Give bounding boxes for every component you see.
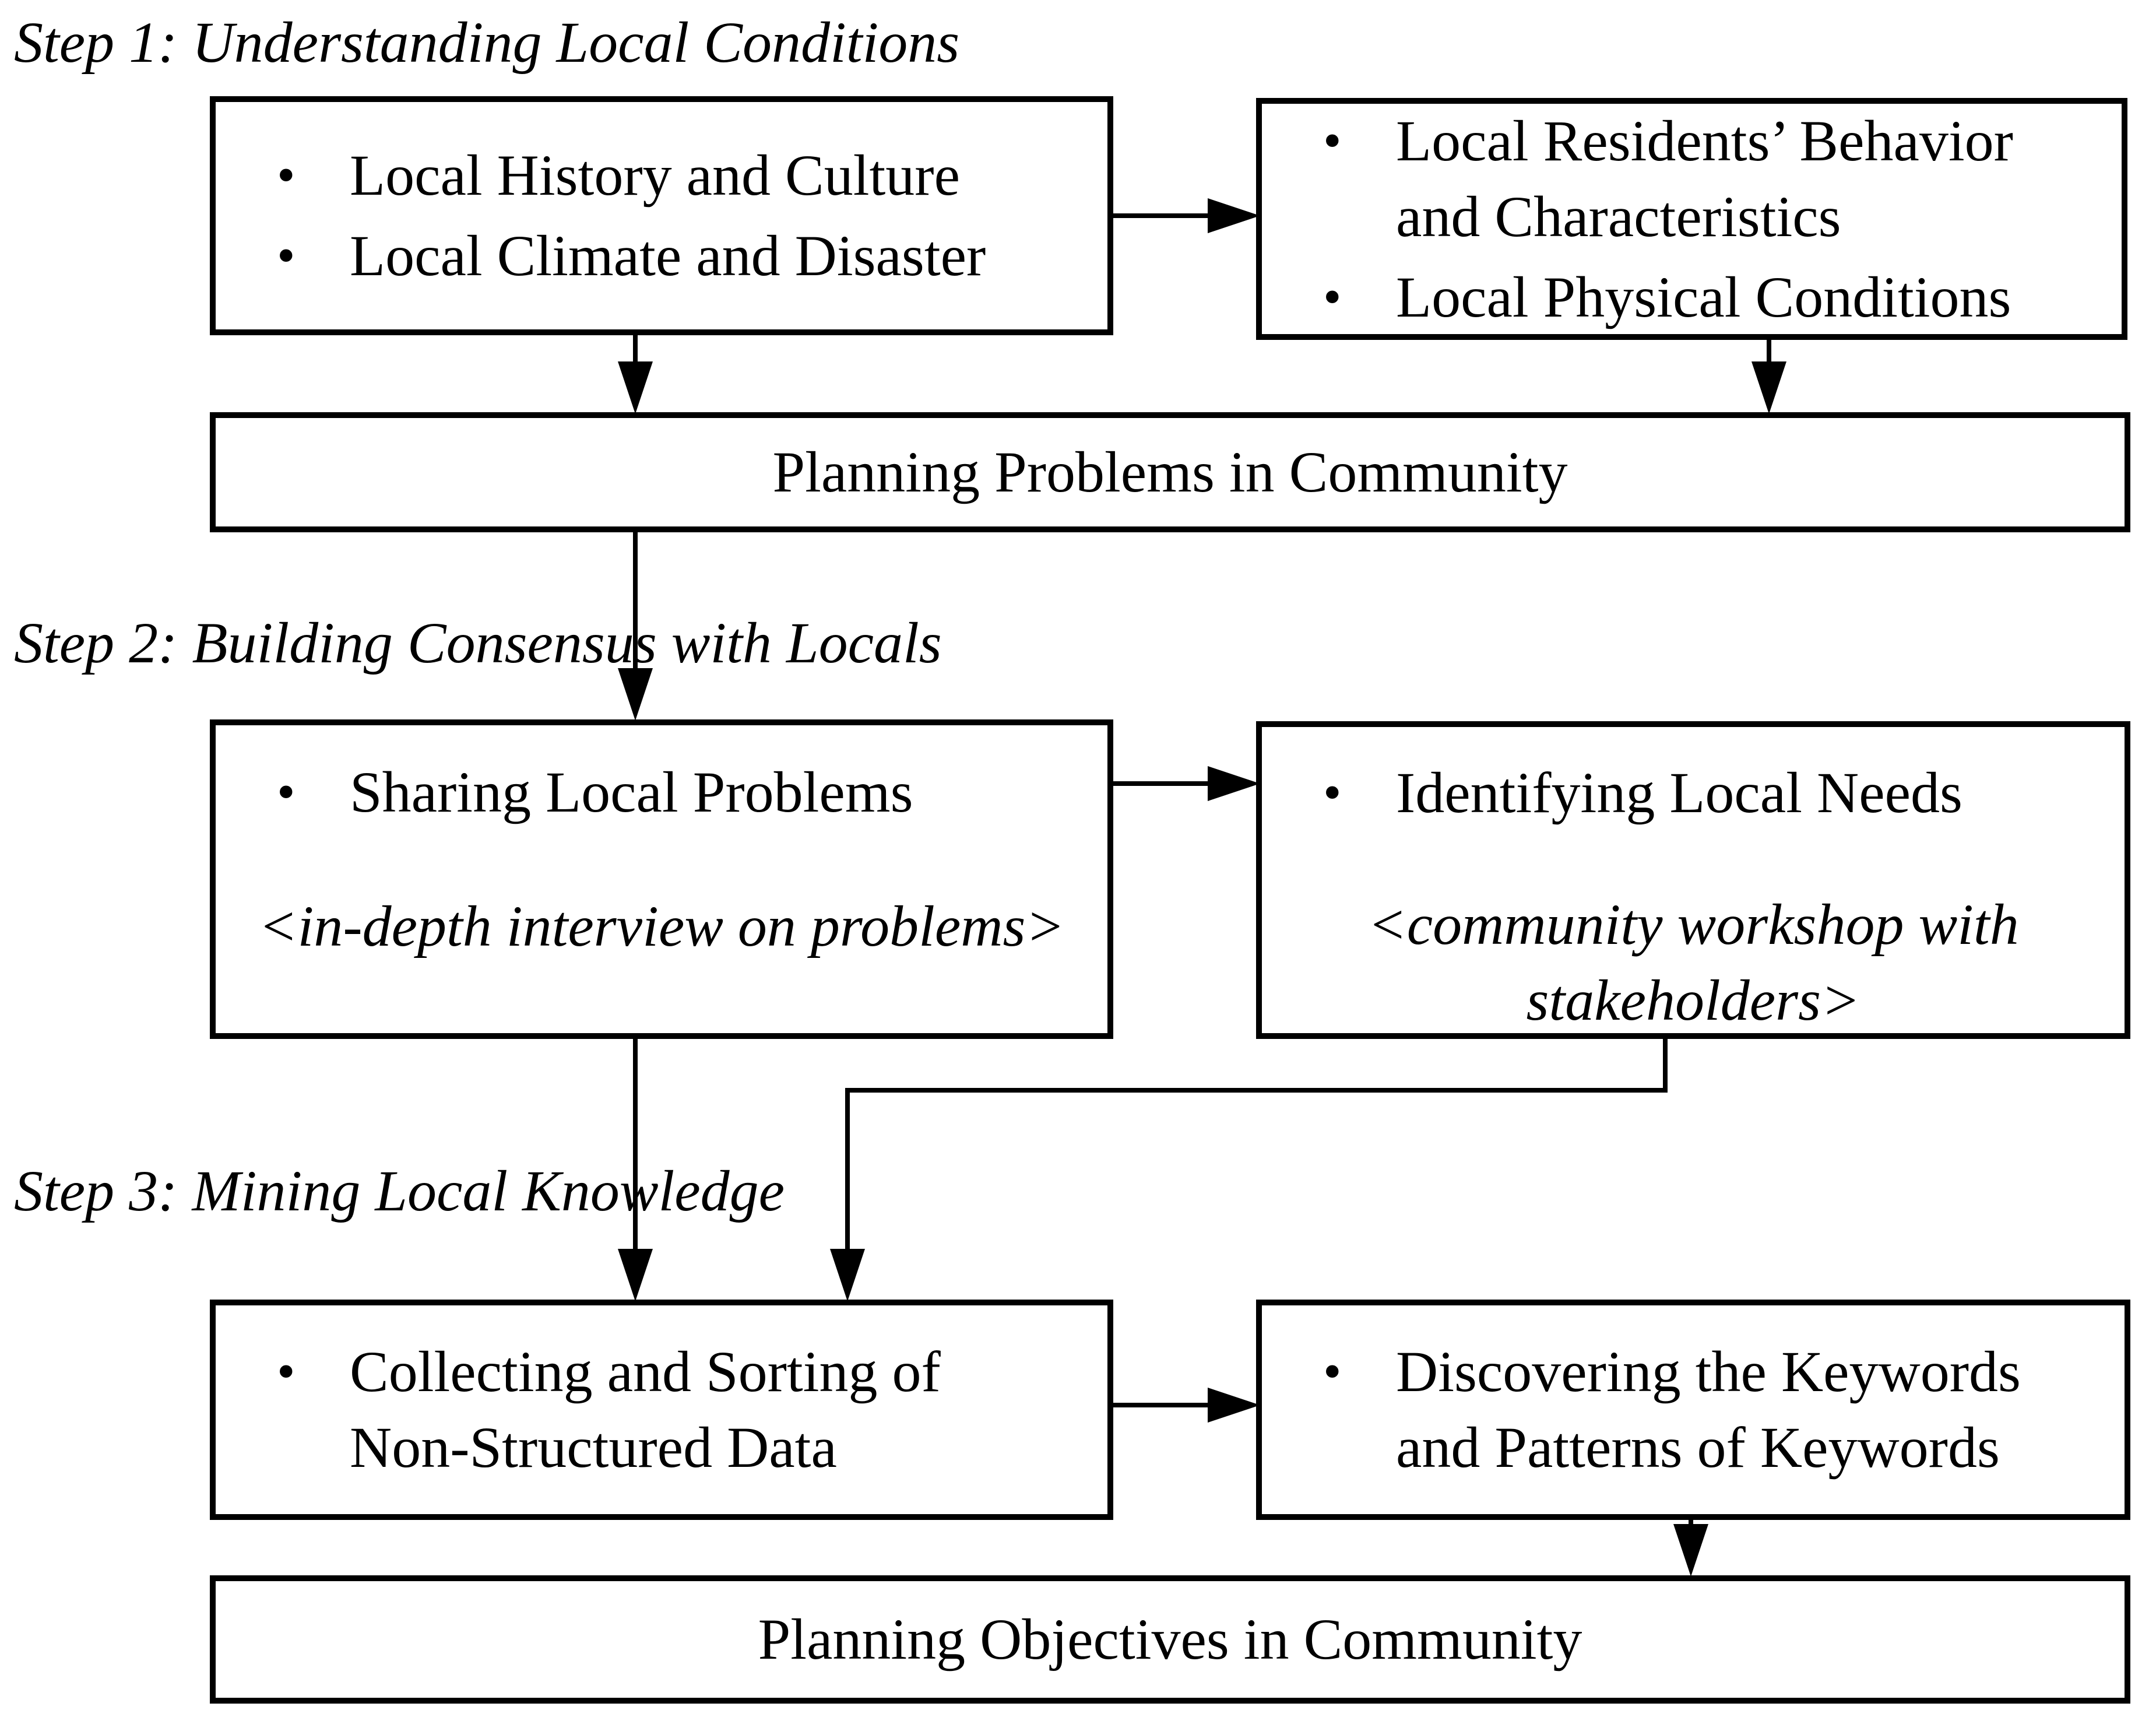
heading-step-1: Step 1: Understanding Local Conditions xyxy=(14,10,960,75)
bullet-icon: • xyxy=(277,763,296,821)
bullet-text: Local Climate and Disaster xyxy=(350,223,986,288)
box-step1-residents-physical: • Local Residents’ Behavior and Characte… xyxy=(1256,98,2127,340)
connector-step2-right-elbow-v2 xyxy=(845,1088,850,1255)
bullet-text: Sharing Local Problems xyxy=(350,760,913,824)
bullet-icon: • xyxy=(277,1343,296,1400)
heading-step-3: Step 3: Mining Local Knowledge xyxy=(14,1158,785,1223)
arrowhead-down-icon xyxy=(618,668,653,721)
arrowhead-down-icon xyxy=(1751,361,1786,414)
bar-planning-objectives: Planning Objectives in Community xyxy=(210,1575,2130,1704)
bullet-text: Collecting and Sorting of Non-Structured… xyxy=(350,1339,941,1480)
connector-step1-left-down xyxy=(633,332,638,367)
list-item: • Sharing Local Problems xyxy=(216,754,1107,830)
list-item: • Local Climate and Disaster xyxy=(216,218,1107,294)
arrowhead-down-icon xyxy=(1673,1524,1708,1576)
connector-step2-right-elbow-v1 xyxy=(1663,1036,1668,1093)
bullet-icon: • xyxy=(1323,1343,1342,1400)
bullet-list: • Sharing Local Problems xyxy=(216,754,1107,830)
arrowhead-right-icon xyxy=(1208,1388,1260,1423)
bullet-icon: • xyxy=(1323,268,1342,326)
bullet-text: Discovering the Keywords and Patterns of… xyxy=(1396,1339,2021,1480)
bar-planning-problems: Planning Problems in Community xyxy=(210,412,2130,532)
box-step1-history-climate: • Local History and Culture • Local Clim… xyxy=(210,96,1113,335)
note-indepth-interview: <in-depth interview on problems> xyxy=(258,894,1065,958)
bullet-list: • Identifying Local Needs xyxy=(1262,755,2125,831)
list-item: • Identifying Local Needs xyxy=(1262,755,2125,831)
arrowhead-down-icon xyxy=(618,361,653,414)
bullet-text: Local Residents’ Behavior and Characteri… xyxy=(1396,108,2013,249)
connector-step1-horizontal xyxy=(1110,213,1209,218)
connector-step2-right-elbow-h xyxy=(845,1088,1668,1093)
arrowhead-right-icon xyxy=(1208,766,1260,801)
connector-bar1-to-step2 xyxy=(633,525,638,670)
list-item: • Collecting and Sorting of Non-Structur… xyxy=(216,1334,1107,1486)
connector-step1-right-down xyxy=(1767,337,1771,367)
bar-planning-objectives-label: Planning Objectives in Community xyxy=(758,1607,1582,1672)
box-step3-discovering-keywords: • Discovering the Keywords and Patterns … xyxy=(1256,1300,2130,1520)
bullet-list: • Local Residents’ Behavior and Characte… xyxy=(1262,103,2122,335)
bullet-list: • Discovering the Keywords and Patterns … xyxy=(1262,1334,2125,1486)
list-item: • Discovering the Keywords and Patterns … xyxy=(1262,1334,2125,1486)
bar-planning-problems-label: Planning Problems in Community xyxy=(772,440,1568,504)
bullet-list: • Local History and Culture • Local Clim… xyxy=(216,138,1107,294)
list-item: • Local Physical Conditions xyxy=(1262,259,2122,335)
bullet-icon: • xyxy=(277,146,296,204)
bullet-icon: • xyxy=(1323,111,1342,170)
bullet-text: Local History and Culture xyxy=(350,143,960,208)
bullet-text: Identifying Local Needs xyxy=(1396,760,1962,825)
arrowhead-down-icon xyxy=(830,1249,865,1301)
list-item: • Local Residents’ Behavior and Characte… xyxy=(1262,103,2122,255)
arrowhead-right-icon xyxy=(1208,198,1260,233)
bullet-icon: • xyxy=(277,227,296,285)
bullet-list: • Collecting and Sorting of Non-Structur… xyxy=(216,1334,1107,1486)
box-step3-collecting-data: • Collecting and Sorting of Non-Structur… xyxy=(210,1300,1113,1520)
box-step2-sharing-problems: • Sharing Local Problems <in-depth inter… xyxy=(210,719,1113,1039)
bullet-text: Local Physical Conditions xyxy=(1396,264,2011,329)
bullet-icon: • xyxy=(1323,764,1342,821)
connector-step2-left-down xyxy=(633,1036,638,1255)
heading-step-2: Step 2: Building Consensus with Locals xyxy=(14,610,942,675)
arrowhead-down-icon xyxy=(618,1249,653,1301)
box-step2-identifying-needs: • Identifying Local Needs <community wor… xyxy=(1256,721,2130,1039)
connector-step3-horizontal xyxy=(1110,1403,1209,1407)
connector-step2-horizontal xyxy=(1110,781,1209,786)
note-community-workshop: <community workshop with stakeholders> xyxy=(1367,892,2019,1033)
list-item: • Local History and Culture xyxy=(216,138,1107,213)
